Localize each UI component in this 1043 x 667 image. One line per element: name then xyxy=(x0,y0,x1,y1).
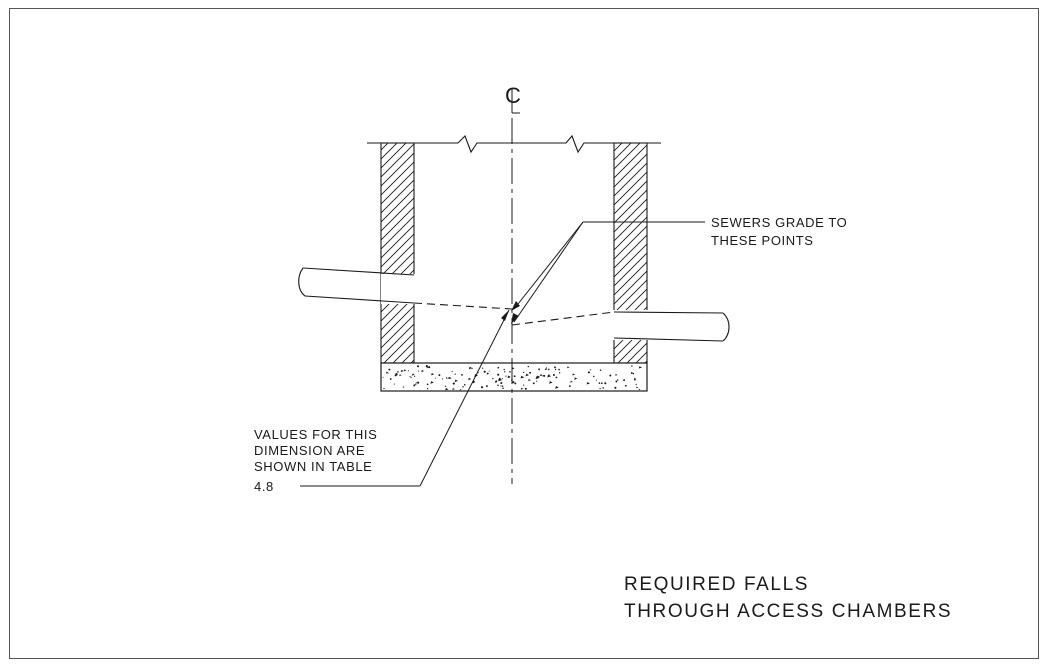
note-sewers-grade-line-1: SEWERS GRADE TO xyxy=(711,215,847,230)
sheet-border xyxy=(9,8,1039,659)
left-wall-hatch xyxy=(380,142,415,364)
grade-points-leader xyxy=(513,221,705,323)
note-values-line-3: SHOWN IN TABLE xyxy=(254,459,372,474)
chamber-top-break-line xyxy=(367,134,661,154)
grade-arrowhead-lower xyxy=(511,313,519,324)
note-sewers-grade-line-2: THESE POINTS xyxy=(711,233,814,248)
note-values-line-1: VALUES FOR THIS xyxy=(254,427,377,442)
note-values-line-2: DIMENSION ARE xyxy=(254,443,365,458)
drawing-title: REQUIRED FALLS THROUGH ACCESS CHAMBERS xyxy=(624,574,952,622)
note-sewers-grade: SEWERS GRADE TO THESE POINTS xyxy=(711,215,852,248)
concrete-speckle xyxy=(382,365,642,391)
dimension-leader xyxy=(300,309,510,487)
note-values-line-4: 4.8 xyxy=(254,479,274,494)
right-pipe-opening xyxy=(613,310,648,340)
concrete-base-slab xyxy=(380,362,648,392)
outlet-pipe xyxy=(511,311,730,342)
left-pipe-opening xyxy=(381,274,415,304)
inlet-pipe xyxy=(298,267,513,310)
note-dimension-values: VALUES FOR THIS DIMENSION ARE SHOWN IN T… xyxy=(254,427,382,494)
drawing-title-line-2: THROUGH ACCESS CHAMBERS xyxy=(624,601,952,622)
centerline-symbol: C xyxy=(505,83,521,108)
grade-arrowhead-upper xyxy=(511,301,520,311)
dimension-arrowhead xyxy=(501,310,509,321)
drawing-title-line-1: REQUIRED FALLS xyxy=(624,574,809,595)
